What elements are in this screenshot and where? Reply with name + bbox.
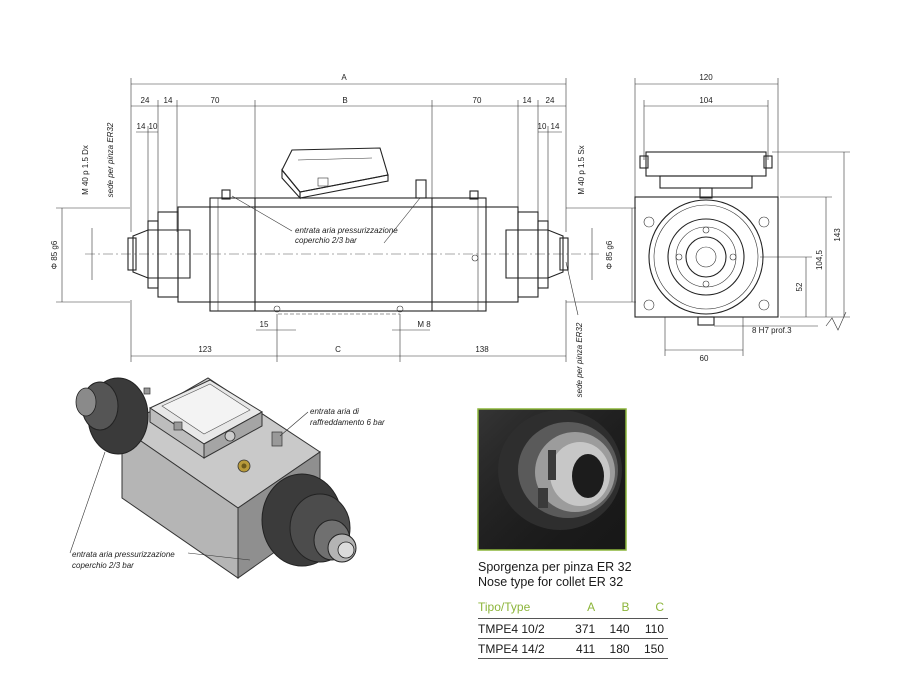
note-air-1: entrata aria pressurizzazione bbox=[295, 226, 398, 235]
note-seat-left: sede per pinza ER32 bbox=[106, 122, 115, 197]
collet-info-panel: Sporgenza per pinza ER 32 Nose type for … bbox=[478, 560, 678, 659]
end-view: 120 104 60 8 H7 prof.3 bbox=[634, 73, 850, 363]
dim-c: C bbox=[335, 345, 341, 354]
cell-a: 411 bbox=[564, 638, 600, 659]
dim-14-right: 14 bbox=[523, 96, 532, 105]
right-spindle-nose bbox=[505, 211, 569, 298]
dim-b: B bbox=[342, 96, 347, 105]
dim-thread-right: M 40 p 1.5 Sx bbox=[577, 145, 586, 194]
dim-10-left: 10 bbox=[149, 122, 158, 131]
dim-70-right: 70 bbox=[473, 96, 482, 105]
dim-143: 143 bbox=[833, 228, 842, 242]
caption-english: Nose type for collet ER 32 bbox=[478, 575, 624, 589]
cell-b: 140 bbox=[599, 618, 634, 639]
dim-60: 60 bbox=[700, 354, 709, 363]
type-table: Tipo/Type A B C TMPE4 10/2 371 140 110 T… bbox=[478, 598, 668, 659]
dim-14-left-b: 14 bbox=[137, 122, 146, 131]
connector-box bbox=[281, 147, 389, 200]
dim-15: 15 bbox=[260, 320, 269, 329]
dim-52: 52 bbox=[795, 282, 804, 291]
dim-138: 138 bbox=[475, 345, 489, 354]
header-b: B bbox=[621, 600, 630, 614]
dim-123: 123 bbox=[198, 345, 212, 354]
header-c: C bbox=[655, 600, 664, 614]
note-cooling-2: raffreddamento 6 bar bbox=[310, 418, 385, 427]
dim-14-right-b: 14 bbox=[551, 122, 560, 131]
cell-type: TMPE4 14/2 bbox=[478, 638, 565, 659]
dim-70-left: 70 bbox=[211, 96, 220, 105]
header-type: Tipo/Type bbox=[478, 600, 531, 614]
dim-10-right: 10 bbox=[538, 122, 547, 131]
dim-thread-left: M 40 p 1.5 Dx bbox=[81, 145, 90, 195]
dim-1045: 104,5 bbox=[815, 249, 824, 270]
left-spindle-nose bbox=[127, 211, 191, 298]
note-cooling-1: entrata aria di bbox=[310, 407, 359, 416]
dim-a: A bbox=[341, 73, 347, 82]
header-a: A bbox=[587, 600, 596, 614]
dim-dia-right: Φ 85 g6 bbox=[605, 240, 614, 269]
note-seat-right: sede per pinza ER32 bbox=[575, 322, 584, 397]
isometric-view: entrata aria di raffreddamento 6 bar ent… bbox=[69, 377, 385, 579]
dim-8h7: 8 H7 prof.3 bbox=[752, 326, 792, 335]
caption-italian: Sporgenza per pinza ER 32 bbox=[478, 560, 632, 574]
dim-14-left: 14 bbox=[164, 96, 173, 105]
cell-c: 110 bbox=[633, 618, 668, 639]
dim-24-right: 24 bbox=[546, 96, 555, 105]
collet-photo bbox=[477, 408, 627, 551]
note-press-2: coperchio 2/3 bar bbox=[72, 561, 134, 570]
cell-c: 150 bbox=[633, 638, 668, 659]
table-row: TMPE4 14/2 411 180 150 bbox=[478, 638, 668, 659]
dim-m8: M 8 bbox=[417, 320, 431, 329]
note-air-2: coperchio 2/3 bar bbox=[295, 236, 357, 245]
dim-104: 104 bbox=[699, 96, 713, 105]
table-row: TMPE4 10/2 371 140 110 bbox=[478, 618, 668, 639]
dim-120: 120 bbox=[699, 73, 713, 82]
note-press-1: entrata aria pressurizzazione bbox=[72, 550, 175, 559]
cell-a: 371 bbox=[564, 618, 600, 639]
side-view: A 24 14 70 B 70 14 24 14 10 10 14 Φ 85 g… bbox=[50, 73, 636, 397]
dim-24-left: 24 bbox=[141, 96, 150, 105]
table-header-row: Tipo/Type A B C bbox=[478, 598, 668, 619]
cell-type: TMPE4 10/2 bbox=[478, 618, 565, 639]
dim-dia-left: Φ 85 g6 bbox=[50, 240, 59, 269]
cell-b: 180 bbox=[599, 638, 634, 659]
